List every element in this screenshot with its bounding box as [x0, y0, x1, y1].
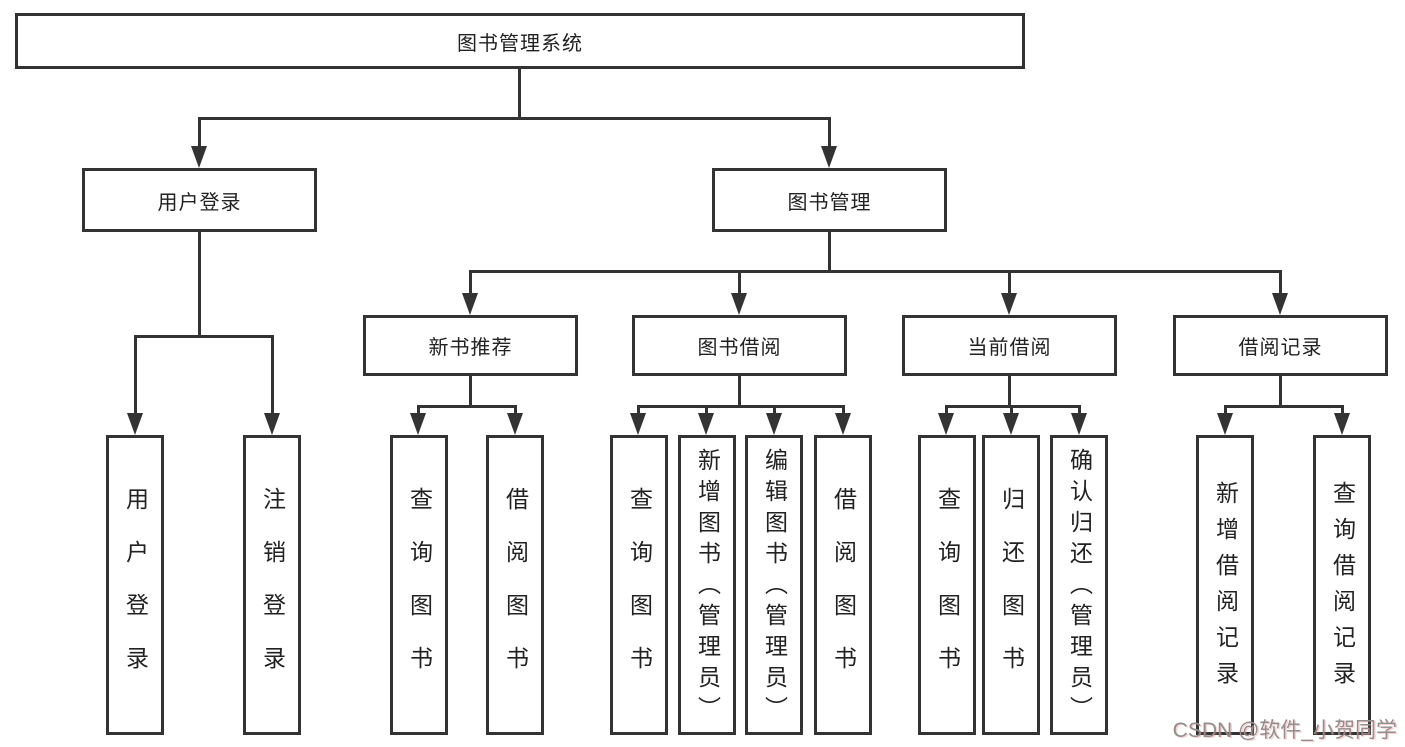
arrowhead-borrow-records — [1272, 293, 1288, 315]
node-borrow-records-label: 借阅记录 — [1238, 337, 1323, 359]
leaf-current-return-label: 归还图书 — [998, 486, 1025, 699]
leaf-borrow-borrow: 借阅图书 — [814, 435, 872, 735]
arrowhead-newbook-1 — [410, 413, 426, 435]
connector-drop-book-management — [828, 117, 831, 148]
leaf-borrow-add-admin-label: 新增图书（管理员） — [694, 447, 721, 727]
arrowhead-newbook-2 — [507, 413, 523, 435]
node-new-book-label: 新书推荐 — [428, 337, 513, 359]
leaf-current-return: 归还图书 — [982, 435, 1040, 735]
connector-root-stub — [518, 69, 521, 119]
connector-borrow-bus — [637, 405, 844, 408]
connector-login-bus — [134, 335, 274, 338]
arrowhead-user-login — [191, 146, 207, 168]
leaf-borrow-borrow-label: 借阅图书 — [830, 486, 857, 699]
connector-records-bus — [1224, 405, 1344, 408]
leaf-current-confirm-admin-label: 确认归还（管理员） — [1066, 447, 1093, 727]
connector-drop-borrow-1 — [637, 405, 640, 417]
node-book-management: 图书管理 — [712, 168, 947, 232]
connector-current-stub — [1008, 376, 1011, 408]
connector-drop-book-borrow — [738, 270, 741, 295]
arrowhead-borrow-2 — [698, 413, 714, 435]
leaf-newbook-borrow: 借阅图书 — [486, 435, 544, 735]
arrowhead-new-book — [462, 293, 478, 315]
node-book-management-label: 图书管理 — [787, 191, 872, 214]
connector-newbook-bus — [417, 405, 516, 408]
arrowhead-current-3 — [1071, 413, 1087, 435]
connector-mgmt-stub — [828, 232, 831, 273]
connector-drop-current-3 — [1078, 405, 1081, 417]
node-new-book-recommend: 新书推荐 — [363, 315, 578, 376]
connector-mgmt-bus — [469, 270, 1282, 273]
leaf-newbook-query: 查询图书 — [390, 435, 448, 735]
leaf-user-login: 用户登录 — [106, 435, 164, 735]
leaf-borrow-query-label: 查询图书 — [626, 486, 653, 699]
leaf-newbook-borrow-label: 借阅图书 — [502, 486, 529, 699]
connector-drop-current-2 — [1010, 405, 1013, 417]
node-root: 图书管理系统 — [15, 13, 1025, 69]
connector-newbook-stub — [469, 376, 472, 408]
node-current-borrow: 当前借阅 — [902, 315, 1117, 376]
connector-records-stub — [1279, 376, 1282, 408]
connector-borrow-stub — [738, 376, 741, 408]
leaf-records-query-label: 查询借阅记录 — [1329, 480, 1356, 697]
leaf-records-add-label: 新增借阅记录 — [1212, 480, 1239, 697]
node-borrow-records: 借阅记录 — [1173, 315, 1388, 376]
connector-drop-borrow-2 — [705, 405, 708, 417]
leaf-borrow-query: 查询图书 — [610, 435, 668, 735]
arrowhead-current-borrow — [1001, 293, 1017, 315]
node-user-login: 用户登录 — [82, 168, 317, 232]
node-book-borrow: 图书借阅 — [632, 315, 847, 376]
leaf-newbook-query-label: 查询图书 — [406, 486, 433, 699]
connector-drop-login-1 — [134, 335, 137, 415]
connector-drop-borrow-3 — [773, 405, 776, 417]
leaf-borrow-add-admin: 新增图书（管理员） — [678, 435, 736, 735]
leaf-records-add: 新增借阅记录 — [1196, 435, 1254, 735]
connector-drop-user-login — [198, 117, 201, 148]
arrowhead-borrow-4 — [835, 413, 851, 435]
leaf-borrow-edit-admin: 编辑图书（管理员） — [745, 435, 803, 735]
connector-drop-records-1 — [1224, 405, 1227, 417]
arrowhead-current-1 — [938, 413, 954, 435]
leaf-user-login-label: 用户登录 — [122, 486, 149, 699]
leaf-borrow-edit-admin-label: 编辑图书（管理员） — [761, 447, 788, 727]
arrowhead-login-1 — [127, 413, 143, 435]
csdn-watermark: CSDN @软件_小贺同学 — [1172, 719, 1397, 742]
connector-drop-login-2 — [271, 335, 274, 415]
arrowhead-borrow-3 — [766, 413, 782, 435]
leaf-logout-label: 注销登录 — [259, 486, 286, 699]
leaf-current-query: 查询图书 — [918, 435, 976, 735]
node-current-borrow-label: 当前借阅 — [967, 337, 1052, 359]
connector-login-stub — [198, 232, 201, 338]
connector-drop-new-book — [469, 270, 472, 295]
arrowhead-records-1 — [1217, 413, 1233, 435]
arrowhead-book-management — [821, 146, 837, 168]
connector-root-bus — [198, 117, 831, 120]
leaf-logout: 注销登录 — [243, 435, 301, 735]
connector-drop-records-2 — [1341, 405, 1344, 417]
node-root-label: 图书管理系统 — [457, 32, 583, 55]
connector-drop-newbook-1 — [417, 405, 420, 417]
arrowhead-login-2 — [264, 413, 280, 435]
arrowhead-records-2 — [1334, 413, 1350, 435]
leaf-current-query-label: 查询图书 — [934, 486, 961, 699]
connector-drop-current-borrow — [1008, 270, 1011, 295]
arrowhead-book-borrow — [731, 293, 747, 315]
connector-drop-borrow-records — [1279, 270, 1282, 295]
leaf-current-confirm-admin: 确认归还（管理员） — [1050, 435, 1108, 735]
connector-drop-current-1 — [945, 405, 948, 417]
leaf-records-query: 查询借阅记录 — [1313, 435, 1371, 735]
arrowhead-borrow-1 — [630, 413, 646, 435]
connector-drop-borrow-4 — [842, 405, 845, 417]
node-user-login-label: 用户登录 — [157, 191, 242, 214]
node-book-borrow-label: 图书借阅 — [697, 337, 782, 359]
connector-drop-newbook-2 — [514, 405, 517, 417]
arrowhead-current-2 — [1003, 413, 1019, 435]
